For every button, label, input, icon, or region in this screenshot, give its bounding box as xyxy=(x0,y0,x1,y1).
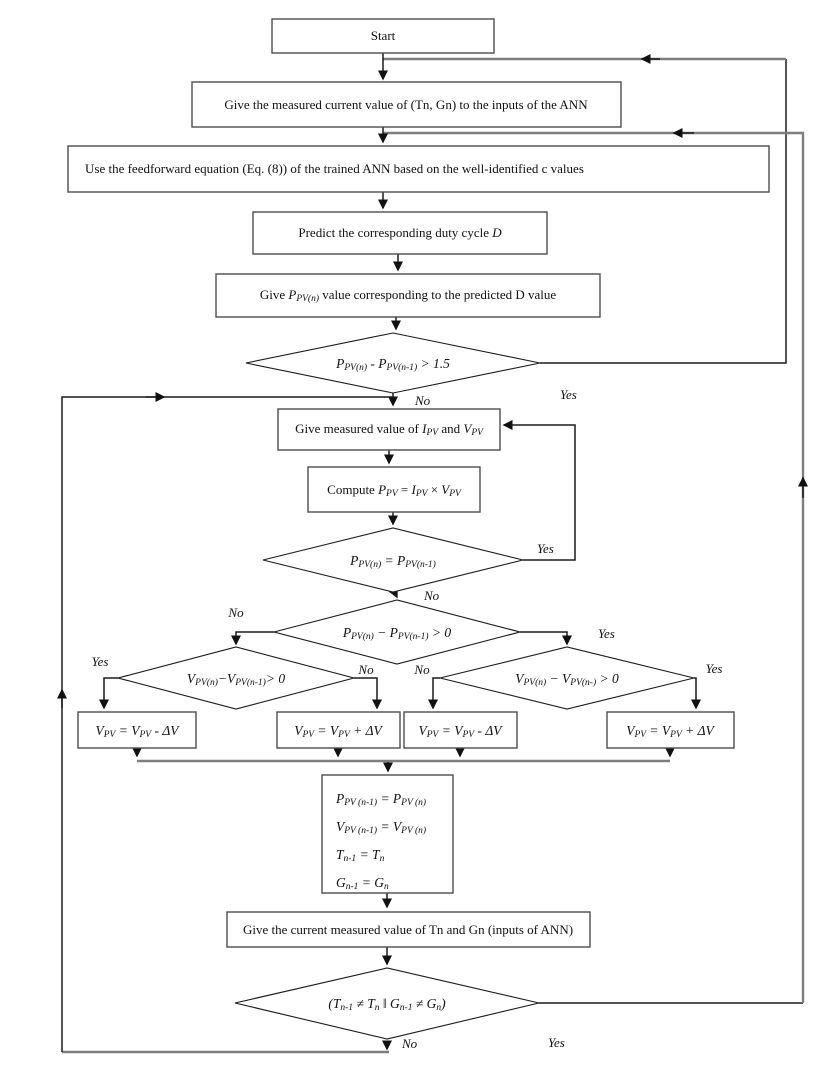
measure-ipv-vpv-box xyxy=(277,408,501,451)
d6-yes-label: Yes xyxy=(548,1035,565,1050)
d4-label: VPV(n)−VPV(n-1)> 0 xyxy=(187,671,285,688)
d6-label: (Tn-1 ≠ Tn ‖ Gn-1 ≠ Gn) xyxy=(328,996,446,1013)
d6-no-label: No xyxy=(401,1036,418,1051)
edge-d4-yes xyxy=(99,677,118,710)
update-line-2: VPV (n-1) = VPV (n) xyxy=(336,819,426,836)
v1-label: VPV = VPV - ΔV xyxy=(96,723,181,740)
node-v4: VPV = VPV + ΔV xyxy=(606,711,735,749)
node-update: PPV (n-1) = PPV (n) VPV (n-1) = VPV (n) … xyxy=(321,774,454,894)
measure-tn-gn-label: Give the measured current value of (Tn, … xyxy=(224,97,588,112)
start-box xyxy=(271,18,495,54)
d2-no-label: No xyxy=(423,588,440,603)
compute-ppv-box xyxy=(307,466,481,513)
measure-current-label: Give the current measured value of Tn an… xyxy=(243,922,573,937)
measure-current-box xyxy=(226,911,591,948)
v3-box xyxy=(403,711,518,749)
edge-d3-yes xyxy=(520,631,572,646)
branch-labels: No Yes Yes No No Yes Yes No No Yes No Ye… xyxy=(92,387,723,1051)
update-line-3: Tn-1 = Tn xyxy=(336,847,385,864)
compute-ppv-label: Compute PPV = IPV × VPV xyxy=(327,482,462,499)
edge-d6-yes-loop xyxy=(383,131,805,1003)
start-label: Start xyxy=(371,28,396,43)
edge-d2-yes-loop xyxy=(502,420,576,561)
measure-ipv-vpv-label: Give measured value of IPV and VPV xyxy=(295,421,484,438)
decision-vpv-left: VPV(n)−VPV(n-1)> 0 xyxy=(115,646,357,710)
d5-no-label: No xyxy=(413,662,430,677)
d1-diamond xyxy=(245,332,541,394)
node-v2: VPV = VPV + ΔV xyxy=(276,711,401,749)
predict-box xyxy=(252,211,548,255)
d6-diamond xyxy=(234,967,540,1040)
measure-tn-gn-box xyxy=(191,81,622,128)
d3-yes-label: Yes xyxy=(598,626,615,641)
edge-d6-no-return xyxy=(61,396,392,1052)
v2-box xyxy=(276,711,401,749)
edge-d3-no xyxy=(231,631,274,646)
node-feedforward: Use the feedforward equation (Eq. (8)) o… xyxy=(67,145,770,193)
node-start: Start xyxy=(271,18,495,54)
give-ppv-box xyxy=(215,273,601,318)
edge-d5-no xyxy=(428,677,440,710)
node-v3: VPV = VPV - ΔV xyxy=(403,711,518,749)
d3-label: PPV(n) − PPV(n-1) > 0 xyxy=(342,625,452,642)
decision-ppv-gt-0: PPV(n) − PPV(n-1) > 0 xyxy=(271,599,523,665)
node-measure-current-tn-gn: Give the current measured value of Tn an… xyxy=(226,911,591,948)
v3-label: VPV = VPV - ΔV xyxy=(419,723,504,740)
v4-box xyxy=(606,711,735,749)
edge-d1-yes-up xyxy=(540,59,787,364)
d3-diamond xyxy=(271,599,523,665)
decision-vpv-right: VPV(n) − VPV(n-) > 0 xyxy=(439,646,695,710)
d5-yes-label: Yes xyxy=(706,661,723,676)
decision-tn-gn-changed: (Tn-1 ≠ Tn ‖ Gn-1 ≠ Gn) xyxy=(234,967,540,1040)
d1-no-label: No xyxy=(414,393,431,408)
feedforward-box xyxy=(67,145,770,193)
edge-d4-no xyxy=(354,677,382,710)
decision-ppv-gt-1p5: PPV(n) - PPV(n-1) > 1.5 xyxy=(245,332,541,394)
connectors xyxy=(57,53,808,1054)
d2-yes-label: Yes xyxy=(537,541,554,556)
update-line-4: Gn-1 = Gn xyxy=(336,875,389,892)
d2-diamond xyxy=(262,527,524,593)
v2-label: VPV = VPV + ΔV xyxy=(294,723,383,740)
d4-no-label: No xyxy=(357,662,374,677)
node-predict: Predict the corresponding duty cycle D xyxy=(252,211,548,255)
give-ppv-label: Give PPV(n) value corresponding to the p… xyxy=(260,287,557,304)
node-v1: VPV = VPV - ΔV xyxy=(77,711,197,749)
update-box xyxy=(321,774,454,894)
node-measure-tn-gn: Give the measured current value of (Tn, … xyxy=(191,81,622,128)
d1-label: PPV(n) - PPV(n-1) > 1.5 xyxy=(335,356,450,373)
d4-diamond xyxy=(115,646,357,710)
node-give-ppv: Give PPV(n) value corresponding to the p… xyxy=(215,273,601,318)
d4-yes-label: Yes xyxy=(92,654,109,669)
v1-box xyxy=(77,711,197,749)
update-line-1: PPV (n-1) = PPV (n) xyxy=(335,791,426,808)
feedforward-label: Use the feedforward equation (Eq. (8)) o… xyxy=(85,161,584,176)
predict-label: Predict the corresponding duty cycle D xyxy=(298,225,502,240)
v4-label: VPV = VPV + ΔV xyxy=(626,723,715,740)
d5-label: VPV(n) − VPV(n-) > 0 xyxy=(515,671,619,688)
node-compute-ppv: Compute PPV = IPV × VPV xyxy=(307,466,481,513)
d2-label: PPV(n) = PPV(n-1) xyxy=(349,553,436,570)
d5-diamond xyxy=(439,646,695,710)
decision-ppv-equal: PPV(n) = PPV(n-1) xyxy=(262,527,524,593)
edge-d5-yes xyxy=(691,677,701,710)
node-measure-ipv-vpv: Give measured value of IPV and VPV xyxy=(277,408,501,451)
d1-yes-label: Yes xyxy=(560,387,577,402)
d3-no-label: No xyxy=(227,605,244,620)
